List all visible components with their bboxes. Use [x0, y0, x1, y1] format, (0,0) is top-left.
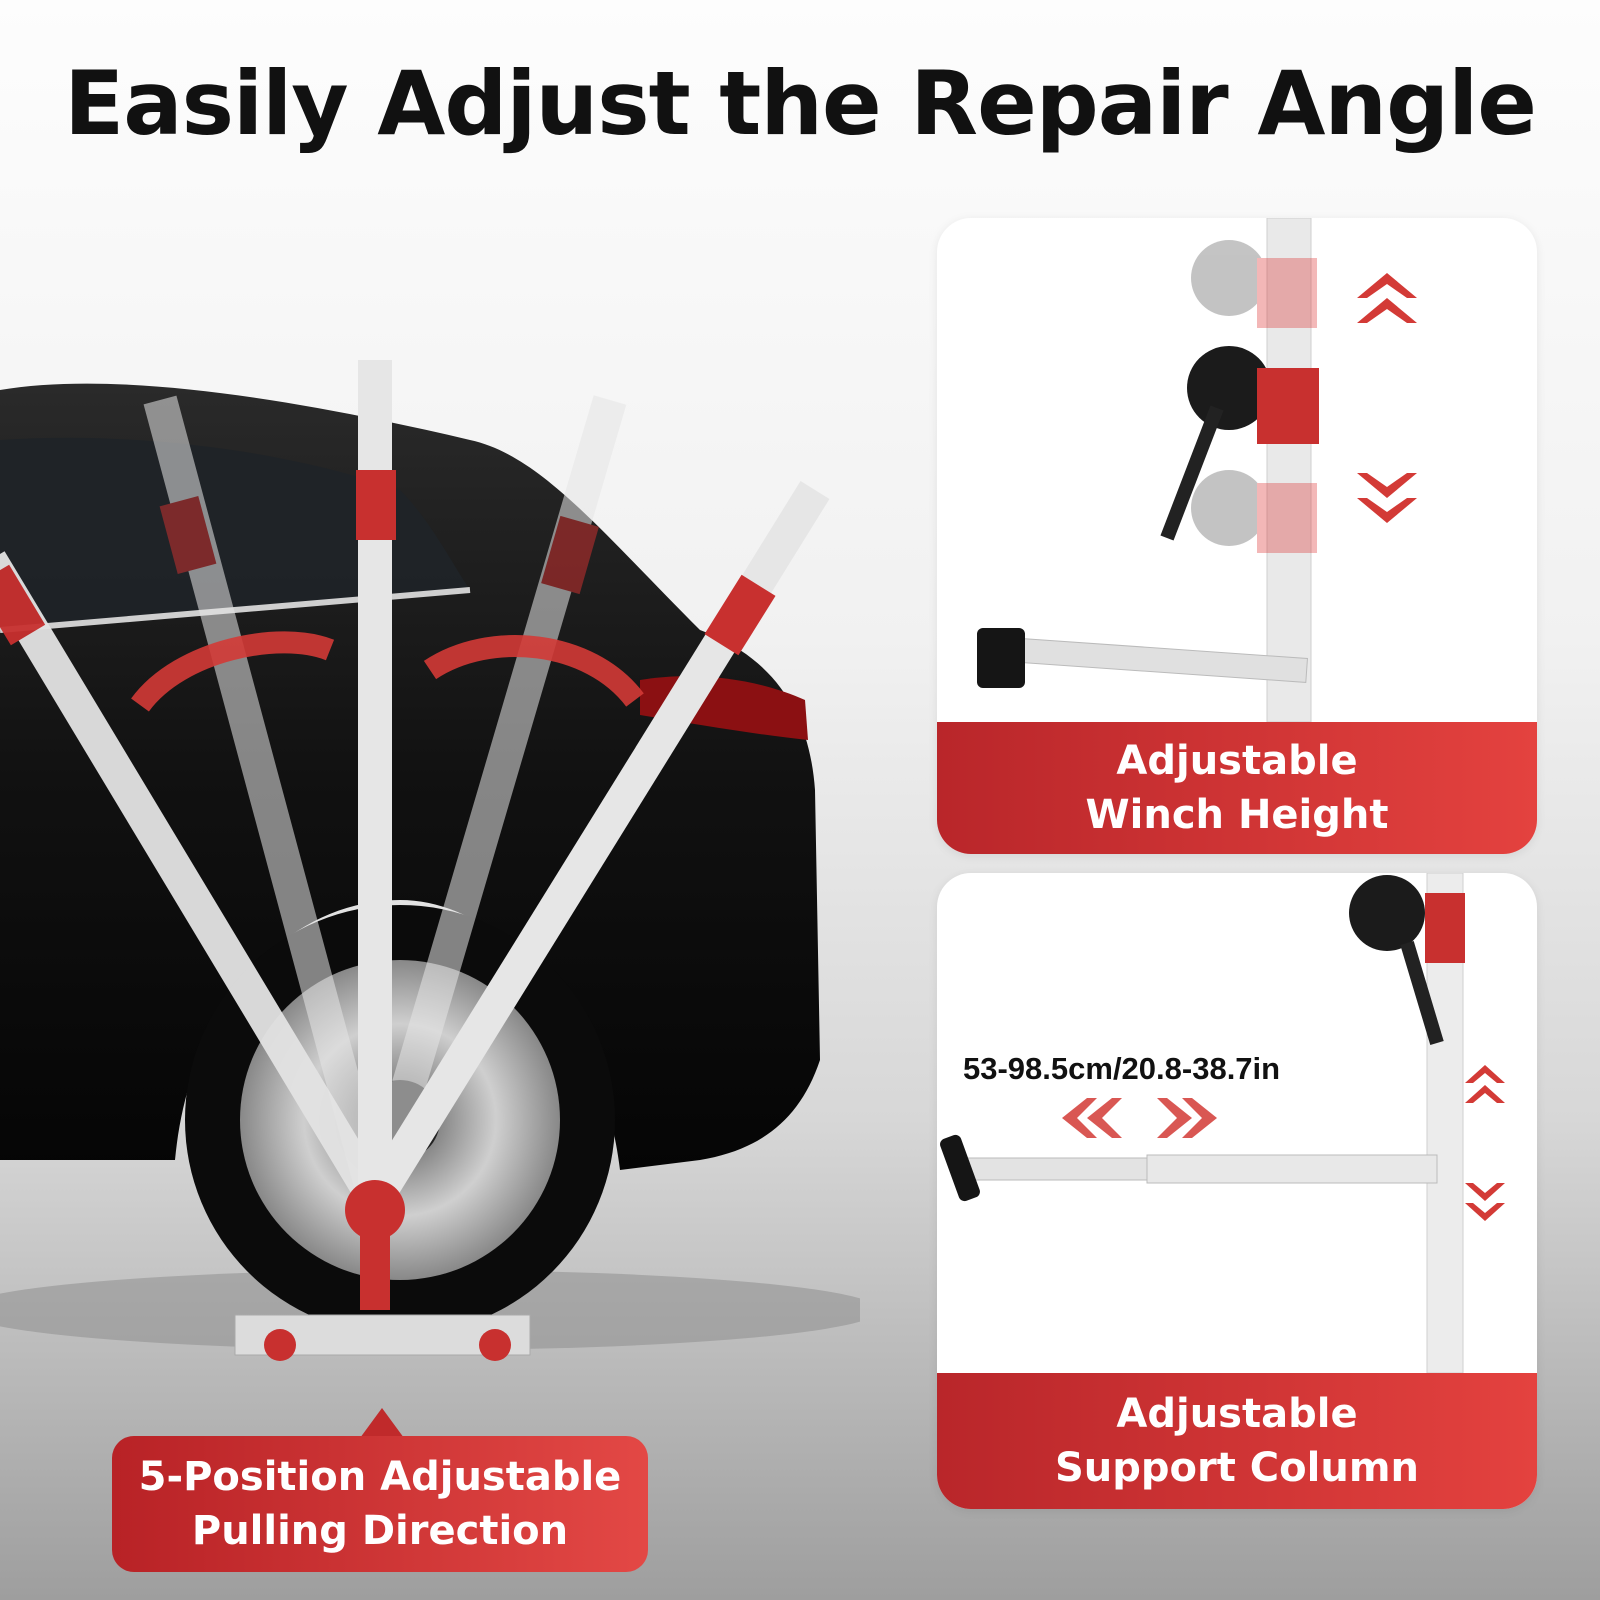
- column-down-arrow-icon: [1465, 1183, 1505, 1221]
- winch-ghost-bottom: [1191, 470, 1317, 553]
- column-up-arrow-icon: [1465, 1065, 1505, 1103]
- winch-height-label: Adjustable Winch Height: [937, 722, 1537, 854]
- dimension-label: 53-98.5cm/20.8-38.7in: [963, 1051, 1281, 1086]
- frame-position-3: [356, 360, 396, 1200]
- winch-photo: [977, 218, 1417, 722]
- caster-right: [479, 1329, 511, 1361]
- pulling-direction-callout: 5-Position Adjustable Pulling Direction: [112, 1436, 648, 1572]
- arrow-right-icon: [1157, 1098, 1217, 1138]
- arm-pad: [940, 1134, 980, 1202]
- winch-height-card: Adjustable Winch Height: [937, 218, 1537, 854]
- product-scene: [0, 360, 860, 1361]
- arrow-left-icon: [1062, 1098, 1122, 1138]
- swing-arrow-left: [131, 631, 335, 712]
- support-column-card: 53-98.5cm/20.8-38.7in Adjustable Support…: [937, 873, 1537, 1509]
- up-arrow-icon: [1357, 273, 1417, 323]
- support-pad: [977, 628, 1025, 688]
- winch-label-line-1: Adjustable: [1116, 738, 1358, 784]
- support-arm: [1005, 637, 1309, 683]
- support-column-label: Adjustable Support Column: [937, 1373, 1537, 1509]
- winch-drum: [1349, 875, 1425, 951]
- winch-label-line-2: Winch Height: [1085, 792, 1389, 838]
- callout-line-2: Pulling Direction: [191, 1508, 569, 1554]
- callout-line-1: 5-Position Adjustable: [138, 1454, 622, 1500]
- pivot-plate: [345, 1180, 405, 1240]
- down-arrow-icon: [1357, 473, 1417, 523]
- frame-position-2: [143, 395, 392, 1205]
- pivot-post: [360, 1230, 390, 1310]
- callout-pointer: [360, 1408, 404, 1438]
- winch-ghost-top: [1191, 240, 1317, 328]
- support-label-line-2: Support Column: [1055, 1445, 1419, 1491]
- frame-position-4: [358, 395, 627, 1205]
- swing-arrow-right: [423, 635, 644, 707]
- frame-position-5: [360, 481, 830, 1209]
- car-window: [0, 437, 470, 630]
- page-title: Easily Adjust the Repair Angle: [64, 52, 1537, 155]
- support-column-photo: [940, 873, 1505, 1373]
- caster-left: [264, 1329, 296, 1361]
- support-label-line-1: Adjustable: [1116, 1391, 1358, 1437]
- frame-position-1: [0, 551, 390, 1209]
- winch-current: [1160, 346, 1319, 541]
